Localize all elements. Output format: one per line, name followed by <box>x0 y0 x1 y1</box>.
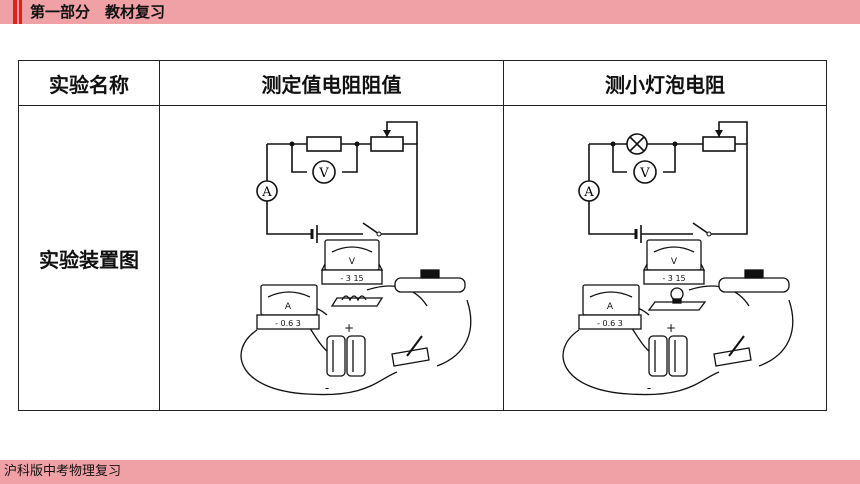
ammeter-device-label: A <box>607 302 614 312</box>
table-row: 实验装置图 <box>18 105 827 411</box>
bulb-setup-figure: A V - 3 15 V <box>562 121 794 396</box>
voltmeter-device-label: V <box>671 257 678 267</box>
ammeter-terminal-label: - 0.6 3 <box>275 319 301 328</box>
accent-stripe <box>13 0 17 24</box>
switch-contact <box>706 231 712 237</box>
junction-dot <box>610 141 616 147</box>
ammeter-terminal-label: - 0.6 3 <box>597 319 623 328</box>
rheostat-symbol <box>702 136 736 152</box>
battery-minus-label: - <box>647 381 651 395</box>
experiment-table: 实验名称 测定值电阻阻值 测小灯泡电阻 实验装置图 <box>18 60 827 411</box>
resistor-apparatus-drawing: - 3 15 V - 0.6 3 A <box>240 239 471 396</box>
battery-minus-label: - <box>324 381 328 395</box>
top-bar: 第一部分 教材复习 <box>0 0 860 24</box>
voltmeter-terminal-label: - 3 15 <box>340 274 363 283</box>
rheostat-symbol <box>369 136 404 152</box>
header-cell: 测小灯泡电阻 <box>503 60 827 106</box>
junction-dot <box>289 141 294 147</box>
voltmeter-symbol <box>633 160 657 184</box>
header-cell: 实验名称 <box>18 60 160 106</box>
bottom-bar: 沪科版中考物理复习 <box>0 460 860 484</box>
header-cell: 测定值电阻阻值 <box>159 60 504 106</box>
bulb-cross <box>629 136 645 152</box>
table-header-row: 实验名称 测定值电阻阻值 测小灯泡电阻 <box>18 60 827 106</box>
accent-stripe <box>19 0 22 24</box>
switch-contact <box>376 231 381 237</box>
bulb-setup-cell: A V - 3 15 V <box>503 105 827 411</box>
row-label: 实验装置图 <box>18 105 160 411</box>
resistor-circuit-diagram <box>265 121 418 243</box>
battery-plus-label: + <box>666 321 676 335</box>
voltmeter-symbol <box>311 160 336 184</box>
battery-plus-label: + <box>343 321 353 335</box>
resistor-setup-cell: A V - 3 15 V <box>159 105 504 411</box>
section-title: 第一部分 教材复习 <box>30 3 166 21</box>
resistor-setup-figure: A V - 3 15 V <box>240 121 471 396</box>
bulb-circuit-diagram <box>588 121 748 243</box>
ammeter-symbol <box>578 180 600 202</box>
ammeter-label: A <box>261 185 272 200</box>
slider-arrow-icon <box>715 130 723 137</box>
voltmeter-terminal-label: - 3 15 <box>662 274 685 283</box>
junction-dot <box>672 141 678 147</box>
voltmeter-label: V <box>639 166 650 181</box>
voltmeter-device-label: V <box>348 257 355 267</box>
resistor-symbol <box>305 136 342 152</box>
ammeter-symbol <box>255 180 278 202</box>
ammeter-label: A <box>583 185 594 200</box>
footer-text: 沪科版中考物理复习 <box>4 464 122 479</box>
voltmeter-label: V <box>318 166 329 181</box>
slider-arrow-icon <box>382 130 391 137</box>
bulb-apparatus-drawing: - 3 15 V - 0.6 3 A <box>562 239 794 396</box>
junction-dot <box>354 141 359 147</box>
ammeter-device-label: A <box>284 302 291 312</box>
